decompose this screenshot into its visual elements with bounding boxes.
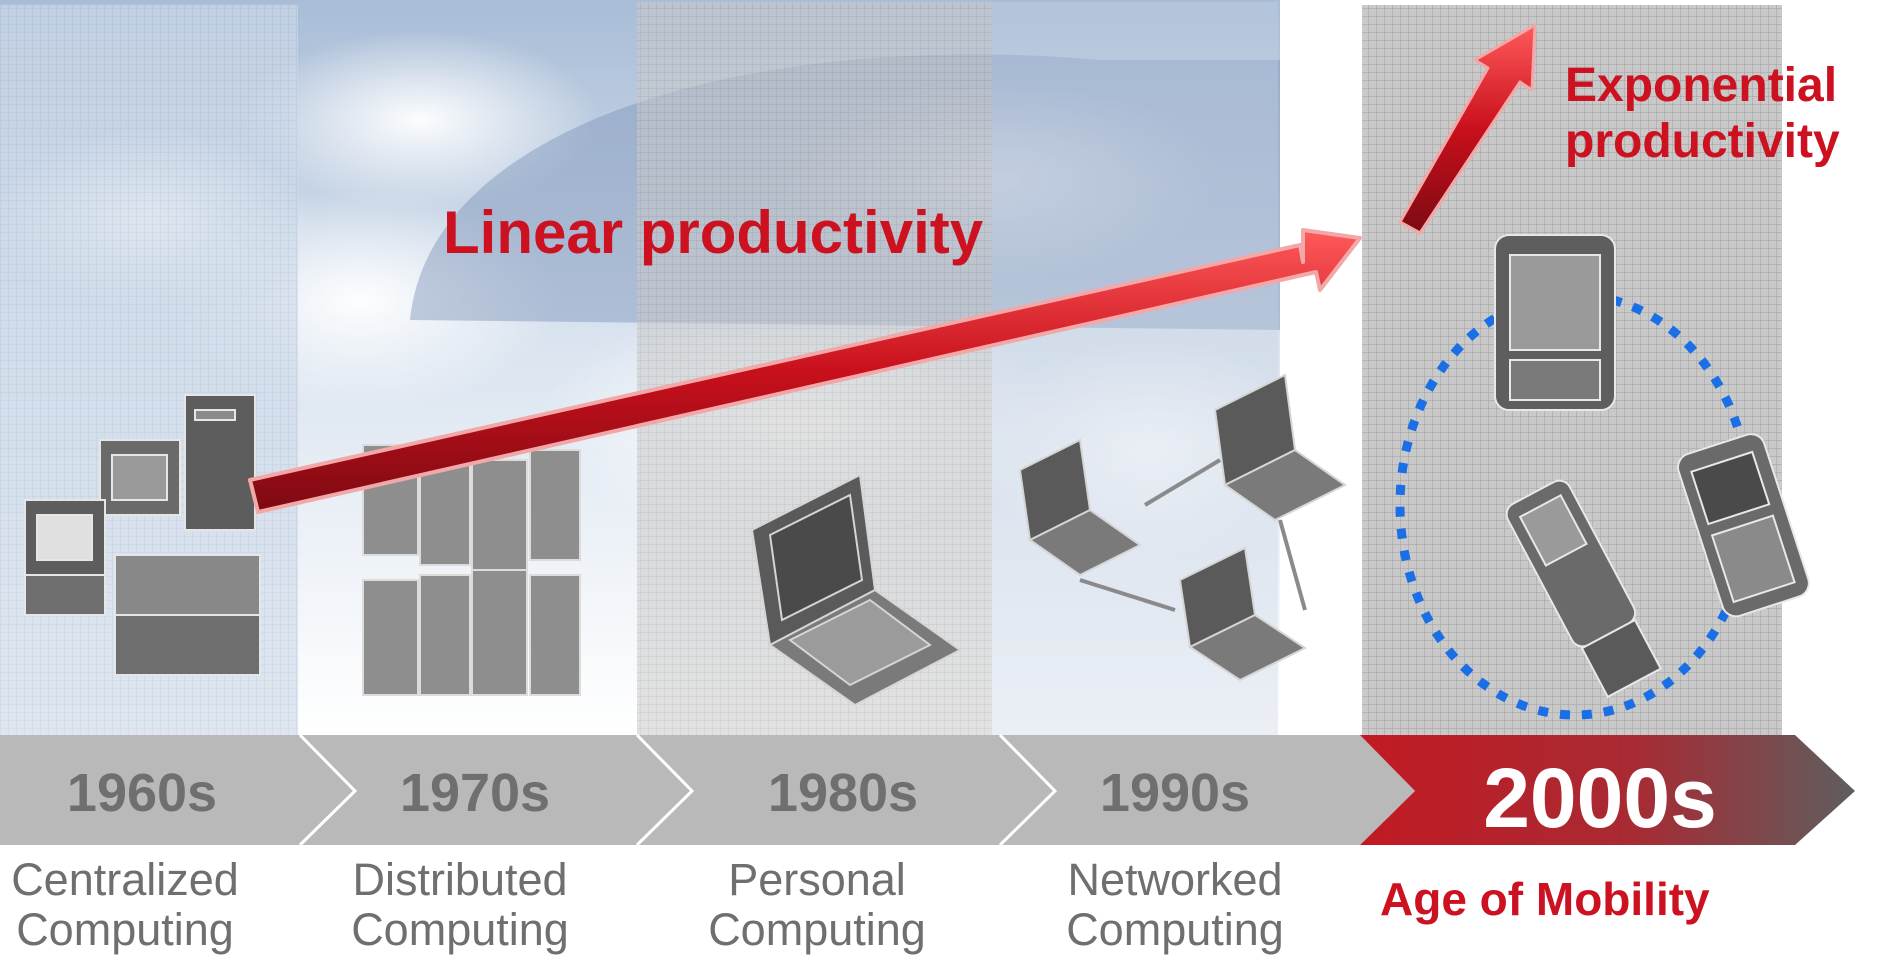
scanner-icon: [1677, 433, 1810, 618]
year-1980s: 1980s: [767, 763, 919, 823]
era-1960s-line2: Computing: [16, 904, 234, 955]
server-racks-icon: [362, 444, 581, 696]
year-1970s: 1970s: [399, 763, 551, 823]
exponential-productivity-label: Exponential productivity: [1565, 58, 1840, 170]
era-1990s-line1: Networked: [1067, 854, 1283, 905]
exponential-productivity-arrow: [1398, 23, 1537, 235]
phone-icon: [1505, 479, 1663, 699]
linear-productivity-arrow: [248, 228, 1362, 514]
year-1960s: 1960s: [66, 763, 218, 823]
timeline-band: [0, 733, 1855, 847]
era-label-1980s: Personal Computing: [647, 855, 987, 955]
mainframe-icon: [24, 394, 261, 676]
era-1980s-line1: Personal: [728, 854, 906, 905]
exponential-line2: productivity: [1565, 115, 1840, 168]
linear-productivity-label: Linear productivity: [443, 199, 984, 266]
era-1980s-line2: Computing: [708, 904, 926, 955]
year-2000s: 2000s: [1483, 751, 1717, 845]
pda-icon: [1494, 234, 1616, 411]
era-label-2000s: Age of Mobility: [1380, 873, 1710, 925]
era-label-1990s: Networked Computing: [1005, 855, 1345, 955]
era-1990s-line2: Computing: [1066, 904, 1284, 955]
era-1960s-line1: Centralized: [11, 854, 239, 905]
era-label-1970s: Distributed Computing: [290, 855, 630, 955]
year-1990s: 1990s: [1099, 763, 1251, 823]
era-label-1960s: Centralized Computing: [0, 855, 295, 955]
networked-laptops-icon: [1079, 458, 1307, 612]
era-1970s-line2: Computing: [351, 904, 569, 955]
era-1970s-line1: Distributed: [352, 854, 568, 905]
laptop-icon: [750, 473, 962, 707]
exponential-line1: Exponential: [1565, 59, 1838, 112]
